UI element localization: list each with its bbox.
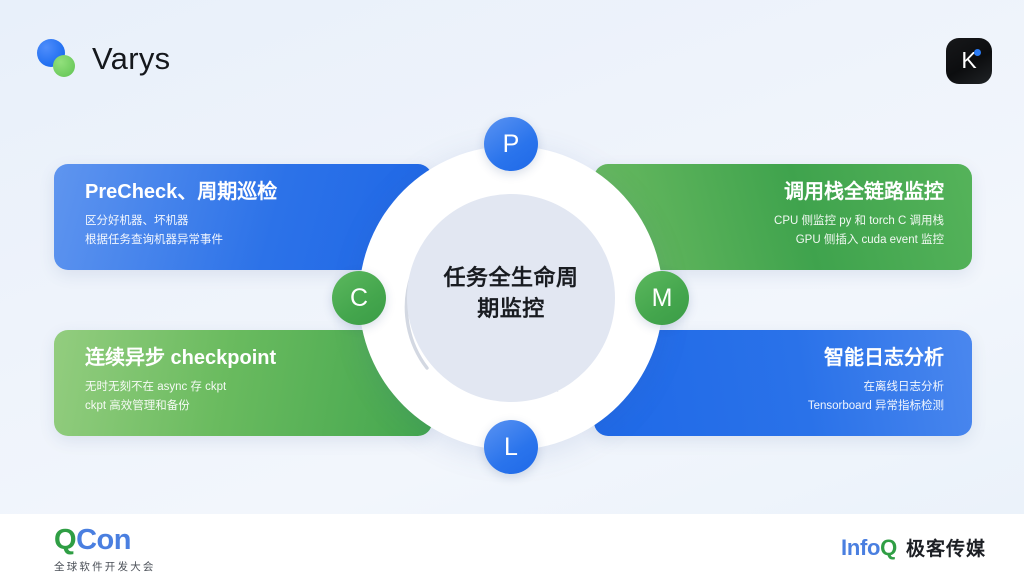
card-callstack-title: 调用栈全链路监控 bbox=[784, 181, 944, 203]
infoq-letters-info: Info bbox=[841, 535, 881, 560]
card-log-analysis-sub1: 在离线日志分析 bbox=[863, 381, 945, 393]
lifecycle-center-line2: 期监控 bbox=[477, 296, 545, 322]
card-precheck-title: PreCheck、周期巡检 bbox=[85, 181, 278, 203]
card-checkpoint-title: 连续异步 checkpoint bbox=[85, 347, 277, 369]
brand-header: Varys bbox=[36, 38, 170, 80]
logo-green-circle-icon bbox=[53, 55, 75, 77]
badge-dot-icon bbox=[974, 49, 981, 56]
node-monitor-m[interactable]: M bbox=[635, 271, 689, 325]
infoq-letter-q: Q bbox=[880, 535, 897, 560]
card-callstack-sub2: GPU 侧插入 cuda event 监控 bbox=[795, 233, 944, 246]
qcon-letters-con: Con bbox=[76, 524, 131, 556]
lifecycle-center-title: 任务全生命周 期监控 bbox=[416, 262, 606, 324]
brand-title: Varys bbox=[92, 41, 171, 76]
card-callstack-sub1: CPU 侧监控 py 和 torch C 调用栈 bbox=[774, 215, 944, 227]
infoq-wordmark: InfoQ bbox=[841, 537, 897, 559]
qcon-subtitle: 全球软件开发大会 bbox=[54, 561, 156, 573]
card-checkpoint-sub2: ckpt 高效管理和备份 bbox=[85, 399, 190, 412]
infoq-logo: InfoQ 极客传媒 bbox=[841, 534, 986, 561]
card-precheck-sub2: 根据任务查询机器异常事件 bbox=[85, 233, 223, 246]
card-log-analysis-sub2: Tensorboard 异常指标检测 bbox=[807, 399, 944, 412]
node-log-l[interactable]: L bbox=[484, 420, 538, 474]
node-checkpoint-c[interactable]: C bbox=[332, 271, 386, 325]
qcon-letter-q: Q bbox=[54, 524, 77, 556]
card-precheck-sub1: 区分好机器、坏机器 bbox=[85, 215, 189, 227]
donut-inner-circle bbox=[407, 194, 615, 402]
badge-letter: K bbox=[961, 47, 977, 74]
qcon-wordmark: QCon bbox=[54, 526, 156, 555]
card-checkpoint-sub1: 无时无刻不在 async 存 ckpt bbox=[85, 381, 227, 393]
card-callstack: 调用栈全链路监控 CPU 侧监控 py 和 torch C 调用栈 GPU 侧插… bbox=[594, 164, 972, 270]
qcon-logo: QCon 全球软件开发大会 bbox=[54, 526, 156, 574]
kuaishou-badge: K bbox=[946, 38, 992, 84]
lifecycle-center-line1: 任务全生命周 bbox=[443, 265, 579, 290]
card-log-analysis-title: 智能日志分析 bbox=[824, 347, 944, 369]
card-log-analysis: 智能日志分析 在离线日志分析 Tensorboard 异常指标检测 bbox=[594, 330, 972, 436]
infoq-chinese-name: 极客传媒 bbox=[905, 539, 986, 560]
varys-logo-icon bbox=[36, 38, 78, 80]
slide-footer: QCon 全球软件开发大会 InfoQ 极客传媒 bbox=[0, 514, 1024, 576]
node-precheck-p[interactable]: P bbox=[484, 117, 538, 171]
